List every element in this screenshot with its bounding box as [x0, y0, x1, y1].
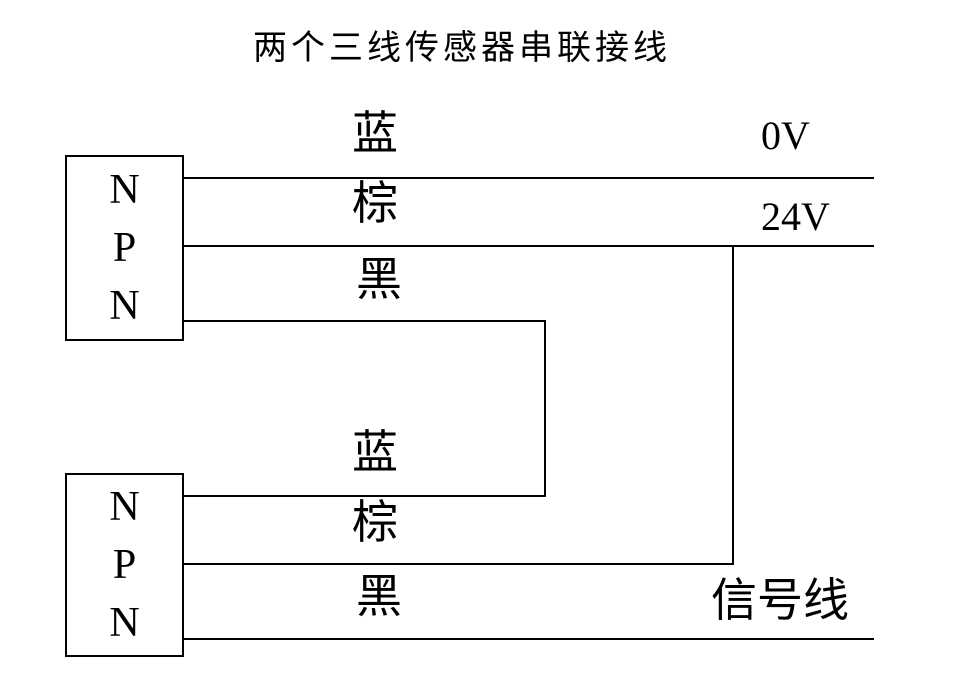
sensor1-brown-label: 棕	[352, 178, 398, 229]
sensor1-npn-box: N P N	[65, 155, 184, 341]
sensor2-letter-n1: N	[109, 484, 140, 530]
sensor1-letter-n2: N	[109, 283, 140, 329]
rail-24v-label: 24V	[761, 194, 830, 239]
wire-sensor1-black	[182, 320, 546, 322]
signal-line-label: 信号线	[711, 575, 849, 626]
sensor1-letter-n1: N	[109, 167, 140, 213]
wire-sensor1-blue-0v	[182, 177, 874, 179]
rail-0v-label: 0V	[761, 113, 810, 158]
wire-series-link-vertical	[544, 320, 546, 497]
wire-sensor2-blue	[182, 495, 546, 497]
sensor1-letter-p: P	[112, 225, 137, 271]
wire-24v-drop-vertical	[732, 245, 734, 565]
sensor2-npn-box: N P N	[65, 473, 184, 657]
sensor2-letter-n2: N	[109, 600, 140, 646]
sensor2-blue-label: 蓝	[352, 427, 398, 478]
wire-sensor2-brown	[182, 563, 734, 565]
sensor2-letter-p: P	[112, 542, 137, 588]
sensor1-black-label: 黑	[356, 254, 402, 305]
wire-sensor1-brown-24v	[182, 245, 874, 247]
sensor2-black-label: 黑	[356, 571, 402, 622]
wire-sensor2-black-signal	[182, 638, 874, 640]
diagram-title: 两个三线传感器串联接线	[253, 30, 671, 67]
sensor2-brown-label: 棕	[352, 497, 398, 548]
sensor1-blue-label: 蓝	[352, 108, 398, 159]
